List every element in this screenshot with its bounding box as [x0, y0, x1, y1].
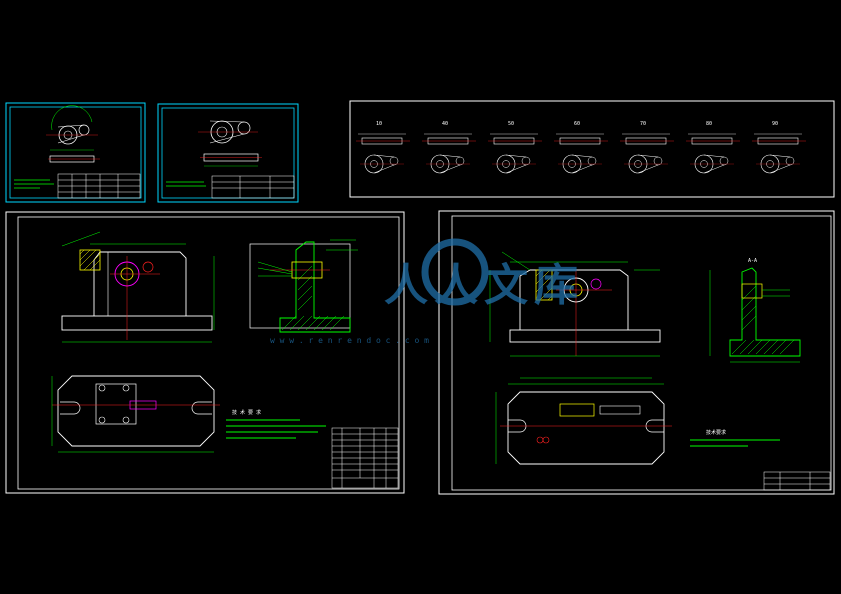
operation-label: 40 [442, 121, 448, 127]
title-block [211, 175, 295, 199]
fixture-top-view [51, 375, 220, 453]
part-edge-line [505, 164, 527, 174]
part-edge-line [571, 164, 593, 174]
part-edge-line [439, 164, 461, 174]
watermark-url: w w w . r e n r e n d o c . c o m [270, 336, 429, 345]
operation-label: 90 [772, 121, 778, 127]
left-assembly-sheet: 技 术 要 求 [5, 211, 405, 494]
sheet-outer-frame [438, 210, 835, 495]
part-small-end-circle [653, 156, 663, 166]
operation-view: 90 [752, 121, 806, 174]
watermark: 人人文库 w w w . r e n r e n d o c . c o m [270, 238, 584, 345]
technical-notes: 技术要求 [690, 429, 780, 447]
lever-part-view [46, 105, 100, 163]
operation-label: 10 [376, 121, 382, 127]
fixture-side-view [249, 239, 358, 333]
part-edge-line [703, 154, 725, 158]
part-edge-line [505, 154, 527, 158]
operation-views: 10 40 50 60 70 80 90 [356, 121, 806, 174]
part-edge-line [637, 154, 659, 158]
small-sheet-2 [157, 103, 299, 203]
fixture-front-view [61, 231, 215, 343]
part-edge-line [769, 164, 791, 174]
notes-title: 技术要求 [706, 429, 726, 436]
parts-list-title-block [331, 427, 399, 489]
part-small-end-circle [587, 156, 597, 166]
note-lines [166, 181, 206, 187]
part-edge-line [571, 154, 593, 158]
operation-view: 80 [686, 121, 740, 174]
sheet-outer-frame [5, 102, 146, 203]
watermark-logo-ring [421, 238, 489, 306]
part-small-end-circle [521, 156, 531, 166]
lever-part-view [198, 120, 262, 167]
part-edge-line [373, 154, 395, 158]
operation-view: 40 [422, 121, 476, 174]
operation-view: 70 [620, 121, 674, 174]
title-block [763, 471, 831, 491]
operation-view: 60 [554, 121, 608, 174]
fixture-front-view [489, 251, 661, 357]
operation-label: 60 [574, 121, 580, 127]
title-block [57, 173, 141, 199]
technical-notes: 技 术 要 求 [226, 409, 326, 439]
part-edge-line [769, 154, 791, 158]
sheet-frame [349, 100, 835, 198]
part-small-end-circle [719, 156, 729, 166]
part-small-end-circle [389, 156, 399, 166]
small-sheet-1 [5, 102, 146, 203]
operation-sequence-sheet: 10 40 50 60 70 80 90 [349, 100, 835, 198]
notes-title: 技 术 要 求 [232, 409, 261, 416]
part-small-end-circle [785, 156, 795, 166]
fixture-top-view [495, 377, 672, 465]
operation-label: 50 [508, 121, 514, 127]
sheet-outer-frame [5, 211, 405, 494]
operation-label: 70 [640, 121, 646, 127]
part-small-end-circle [455, 156, 465, 166]
operation-view: 50 [488, 121, 542, 174]
right-assembly-sheet: A-A 技术要求 [438, 210, 835, 495]
section-a-a-view: A-A [709, 258, 801, 363]
operation-label: 80 [706, 121, 712, 127]
part-edge-line [439, 154, 461, 158]
operation-view: 10 [356, 121, 410, 174]
note-lines [14, 179, 54, 189]
section-label: A-A [748, 258, 757, 264]
sheet-outer-frame [157, 103, 299, 203]
sheet-inner-frame [451, 215, 832, 491]
part-edge-line [373, 164, 395, 174]
sheet-inner-frame [17, 216, 400, 490]
part-edge-line [637, 164, 659, 174]
watermark-text: 人人文库 [384, 260, 584, 311]
part-edge-line [703, 164, 725, 174]
